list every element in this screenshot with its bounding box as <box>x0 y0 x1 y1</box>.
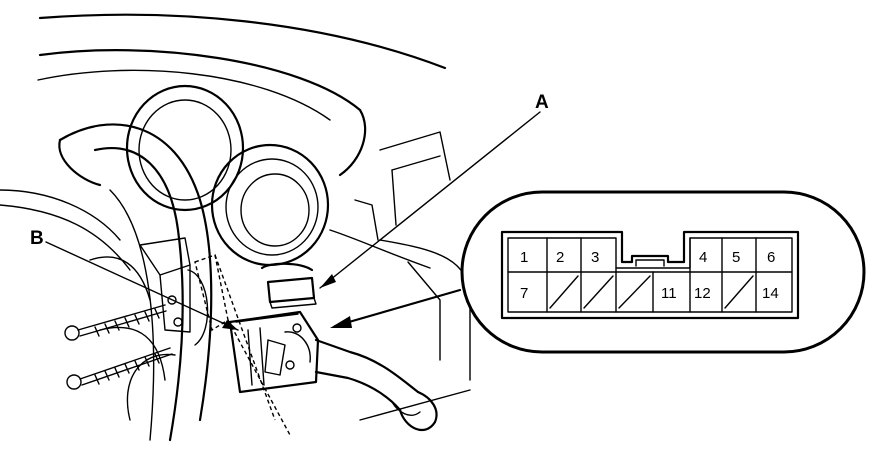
callout-a-label: A <box>535 92 549 113</box>
pin-5: 5 <box>732 249 740 266</box>
leader-line-a <box>319 111 541 289</box>
pin-2: 2 <box>556 249 564 266</box>
dashboard-outline <box>37 13 471 421</box>
pin-4: 4 <box>699 249 707 266</box>
connector-a-plug <box>260 262 317 309</box>
leader-line-b <box>45 241 239 331</box>
pin-1: 1 <box>520 249 528 266</box>
connector-pin-numbers: 1 2 3 4 5 6 7 11 12 14 <box>520 249 779 302</box>
column-bracket <box>139 237 209 346</box>
switch-position-outline <box>194 254 291 436</box>
pin-14: 14 <box>762 285 779 302</box>
pin-6: 6 <box>767 249 775 266</box>
empty-cavity <box>549 275 579 309</box>
pin-3: 3 <box>591 249 599 266</box>
connector-face-view <box>460 190 866 354</box>
switch-stalk <box>314 338 438 432</box>
leader-line-connector-view <box>330 288 462 328</box>
steering-wheel <box>0 123 213 442</box>
instrument-cluster <box>125 84 330 267</box>
empty-cavity <box>724 275 754 309</box>
combination-switch-b <box>228 310 320 394</box>
mounting-screw-lower <box>66 347 173 390</box>
callout-b-label: B <box>30 228 44 249</box>
empty-cavity <box>583 275 614 309</box>
mounting-screw-upper <box>64 304 167 341</box>
pin-11: 11 <box>661 285 677 302</box>
pin-12: 12 <box>694 285 711 302</box>
pin-7: 7 <box>520 285 528 302</box>
empty-cavity <box>618 275 651 309</box>
